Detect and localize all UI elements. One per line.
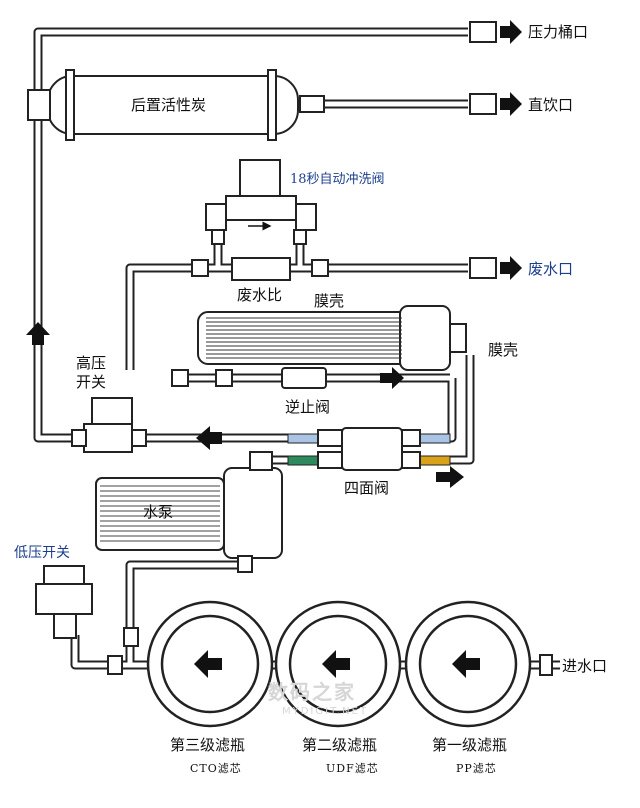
pipe-membrane-in [420, 378, 457, 443]
label-filter3-type: CTO滤芯 [190, 762, 242, 775]
membrane-ribs [206, 317, 402, 359]
low-pressure-switch-body [35, 565, 93, 639]
waste-ratio-valve [191, 257, 329, 281]
label-post-carbon: 后置活性炭 [131, 96, 207, 114]
check-valve-body [171, 367, 327, 389]
arrow-up-left [26, 322, 50, 345]
label-membrane-shell-right: 膜壳 [488, 341, 519, 359]
tube-yellow [419, 455, 451, 466]
label-filter2-type: UDF滤芯 [326, 762, 379, 775]
pump-ribs [100, 485, 220, 542]
arrow-four-way-out [436, 466, 464, 488]
four-way-valve-body [317, 427, 421, 471]
arrow-direct-drink [500, 92, 522, 116]
label-pressure-tank-outlet: 压力桶口 [528, 23, 589, 41]
outlet-connectors [469, 21, 553, 676]
label-high-pressure-switch-2: 开关 [76, 373, 107, 391]
arrow-waste [500, 256, 522, 280]
label-four-way-valve: 四面阀 [344, 479, 390, 497]
arrow-check-valve [380, 367, 404, 389]
label-waste-water-outlet: 废水口 [528, 260, 574, 278]
auto-flush-valve [205, 159, 317, 245]
tube-blue-right [419, 433, 451, 444]
label-filter2-name: 第二级滤瓶 [302, 736, 378, 754]
arrow-to-hp [196, 426, 222, 450]
tube-green [287, 455, 319, 466]
label-filter3-name: 第三级滤瓶 [170, 736, 246, 754]
label-membrane-shell-top: 膜壳 [314, 292, 345, 310]
label-direct-drink-outlet: 直饮口 [528, 96, 574, 114]
filter-connectors [107, 627, 139, 675]
label-low-pressure-switch: 低压开关 [14, 545, 70, 561]
label-inlet: 进水口 [562, 657, 608, 675]
post-carbon-filter [27, 69, 325, 141]
flow-arrows [26, 20, 522, 488]
label-high-pressure-switch-1: 高压 [76, 354, 107, 372]
filter-arrows [194, 650, 480, 678]
tube-blue-left [287, 433, 319, 444]
label-filter1-type: PP滤芯 [456, 762, 497, 775]
label-waste-ratio: 废水比 [237, 286, 283, 304]
arrow-pressure-tank [500, 20, 522, 44]
pump-body [95, 451, 283, 573]
label-auto-flush-valve: 18秒自动冲洗阀 [290, 172, 385, 187]
high-pressure-switch [71, 397, 147, 453]
label-pump: 水泵 [143, 503, 174, 521]
watermark-sub: MYDIGIT.NET [282, 706, 369, 717]
label-check-valve: 逆止阀 [285, 398, 331, 416]
watermark-main: 数码之家 [268, 680, 356, 704]
label-filter1-name: 第一级滤瓶 [432, 736, 508, 754]
